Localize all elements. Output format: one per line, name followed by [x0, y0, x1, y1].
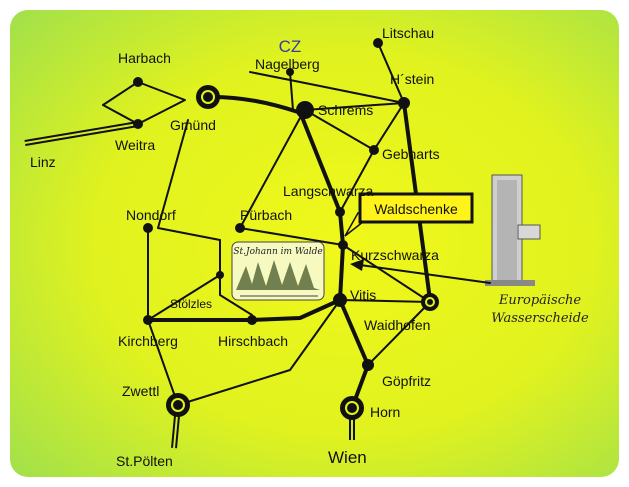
road-vitis-waidhofen [339, 299, 431, 303]
callout-label: Waldschenke [374, 201, 458, 217]
label-gmuend: Gmünd [170, 117, 216, 133]
marker-kurzschwarza [338, 240, 348, 250]
label-kirchberg: Kirchberg [118, 333, 178, 349]
label-vitis: Vitis [350, 287, 376, 303]
marker-nagelberg [286, 68, 294, 76]
label-linz: Linz [30, 154, 56, 170]
road-gmuend-nondorf [157, 119, 189, 229]
st-johann-inset: St.Johann im Walde [231, 241, 325, 301]
road-nagelberg-schrems [289, 71, 294, 111]
marker-hirschbach [247, 315, 257, 325]
road-zwettl-vitis [177, 299, 341, 406]
marker-stoelzles [216, 271, 224, 279]
road-kirchberg-vitis [146, 298, 342, 322]
marker-harbach [133, 77, 143, 87]
marker-schrems [296, 101, 314, 119]
road-nondorf-east [157, 227, 221, 241]
label-harbach: Harbach [118, 50, 171, 66]
road-schrems-hstein [304, 102, 405, 111]
arrow-head-icon [350, 259, 364, 271]
label-stpoelten: St.Pölten [116, 453, 173, 469]
place-labels: CZ Litschau Harbach Nagelberg H´stein Gm… [30, 25, 589, 469]
label-nagelberg: Nagelberg [255, 56, 320, 72]
marker-hstein [398, 97, 410, 109]
road-litschau [377, 42, 405, 104]
label-schrems: Schrems [318, 102, 373, 118]
town-markers [133, 38, 439, 420]
forest-icon [236, 260, 320, 290]
marker-nondorf [143, 223, 153, 233]
monument-label-line-1: Europäische [498, 293, 581, 308]
label-gebharts: Gebharts [382, 146, 440, 162]
label-litschau: Litschau [382, 25, 434, 41]
label-langschwarza: Langschwarza [283, 183, 373, 199]
monument-illustration [485, 174, 541, 286]
road-puerbach-loop [219, 239, 253, 316]
label-hstein: H´stein [390, 71, 434, 87]
monument-label-line-2: Wasserscheide [491, 311, 589, 326]
label-weitra: Weitra [115, 137, 155, 153]
road-schrems-vitis [298, 110, 345, 302]
label-hirschbach: Hirschbach [218, 333, 288, 349]
marker-goepfritz [362, 359, 374, 371]
label-kurzschwarza: Kurzschwarza [351, 247, 439, 263]
label-cz: CZ [279, 37, 302, 56]
waldschenke-callout: Waldschenke [344, 192, 474, 237]
road-schrems-puerbach [239, 117, 301, 229]
marker-weitra [133, 119, 143, 129]
marker-puerbach [235, 223, 245, 233]
label-puerbach: Pürbach [240, 207, 292, 223]
label-waidhofen: Waidhofen [364, 317, 430, 333]
marker-langschwarza [335, 207, 345, 217]
label-nondorf: Nondorf [126, 207, 176, 223]
map-frame: St.Johann im Walde Waldschenke [10, 10, 619, 477]
route-map: St.Johann im Walde Waldschenke [10, 10, 619, 477]
road-kurzschwarza-waidhofen [342, 244, 431, 303]
marker-litschau [373, 38, 383, 48]
road-kirchberg-stoelzles [147, 274, 221, 321]
wasserscheide-arrow [350, 259, 491, 284]
road-kirchberg-zwettl [147, 319, 179, 406]
label-zwettl: Zwettl [122, 383, 159, 399]
callout-box [358, 192, 474, 224]
marker-gebharts [369, 145, 379, 155]
road-goepfritz-waidhofen [367, 301, 431, 366]
marker-vitis [333, 293, 347, 307]
road-puerbach-kurzschwarza [239, 227, 344, 246]
label-horn: Horn [370, 404, 400, 420]
label-goepfritz: Göpfritz [382, 373, 431, 389]
road-schrems-gebharts [304, 109, 375, 151]
marker-kirchberg [143, 315, 153, 325]
inset-label: St.Johann im Walde [233, 247, 322, 257]
label-stoelzles: Stölzles [170, 297, 212, 311]
road-nagelberg-hstein [249, 71, 405, 104]
arrow-line [359, 264, 491, 284]
label-wien: Wien [328, 448, 367, 467]
